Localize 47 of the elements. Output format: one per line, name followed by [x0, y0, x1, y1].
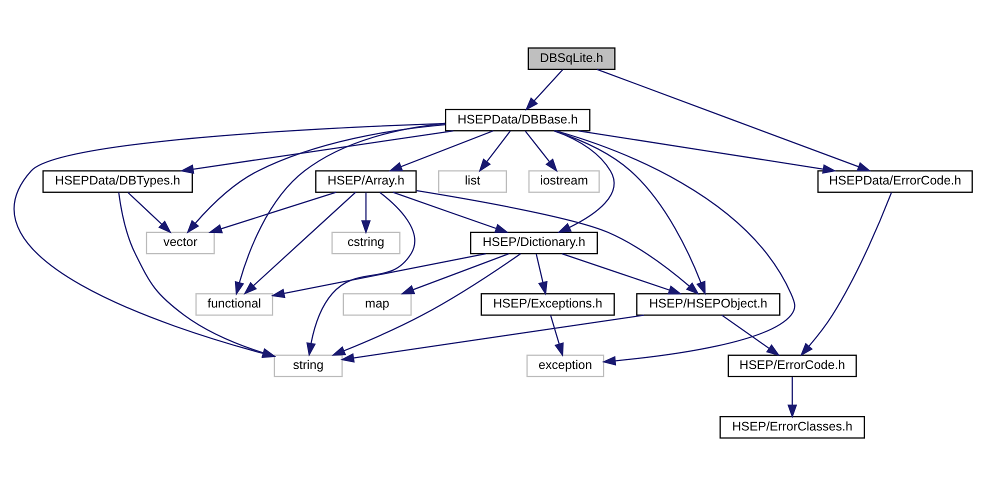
node-box: HSEP/Dictionary.h: [470, 231, 598, 254]
arrow: [400, 252, 510, 294]
arrow: [554, 130, 706, 295]
arrow: [554, 130, 615, 233]
node-box: HSEPData/DBBase.h: [444, 108, 590, 131]
arrow: [244, 191, 356, 294]
arrow: [721, 314, 780, 356]
node-box: string: [274, 354, 343, 377]
node-box: HSEP/Exceptions.h: [480, 292, 615, 316]
arrow: [524, 130, 558, 172]
node-box: cstring: [331, 231, 400, 254]
arrow: [306, 191, 416, 356]
arrow: [800, 192, 892, 356]
arrow: [596, 68, 872, 171]
node-box: HSEP/HSEPObject.h: [636, 292, 780, 316]
node-box: list: [438, 170, 508, 192]
arrow: [234, 122, 446, 296]
node-box: map: [342, 292, 412, 316]
node-box: HSEPData/DBTypes.h: [42, 170, 193, 192]
arrow: [578, 130, 836, 174]
arrow: [416, 190, 700, 294]
arrow: [180, 130, 454, 174]
arrow: [186, 123, 446, 234]
node-box: DBSqLite.h: [528, 46, 616, 70]
arrow: [361, 192, 371, 234]
node-box: HSEP/ErrorClasses.h: [720, 416, 865, 438]
arrow: [388, 130, 494, 172]
arrow: [556, 130, 796, 366]
node-box: HSEPData/ErrorCode.h: [817, 170, 973, 192]
arrow: [787, 376, 798, 418]
arrow: [332, 252, 521, 356]
arrow: [478, 130, 511, 172]
arrow: [550, 314, 564, 356]
node-box: HSEP/ErrorCode.h: [728, 354, 857, 377]
node-box: functional: [195, 292, 274, 316]
arrow: [536, 253, 548, 295]
arrow: [270, 252, 486, 298]
node-box: exception: [526, 354, 604, 377]
arrow: [340, 314, 644, 362]
arrow: [128, 192, 172, 233]
node-box: vector: [146, 231, 215, 254]
arrow: [392, 191, 509, 232]
node-box: HSEP/Array.h: [315, 170, 417, 192]
arrow: [562, 252, 682, 294]
node-box: iostream: [528, 170, 600, 192]
arrow: [208, 191, 336, 233]
arrow: [525, 68, 564, 110]
